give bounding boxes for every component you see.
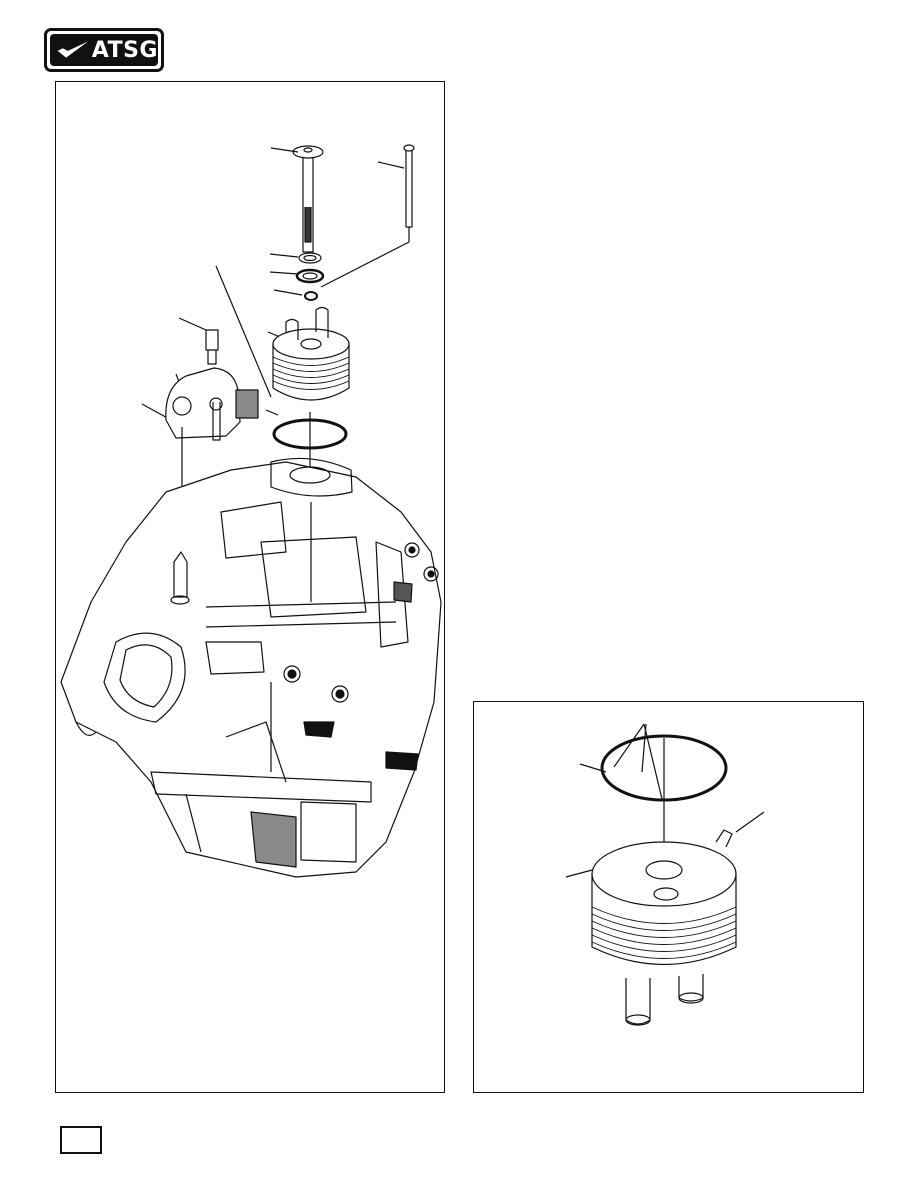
logo-text: ATSG <box>91 37 158 63</box>
atsg-logo-badge: ATSG <box>50 34 158 66</box>
atsg-logo: ATSG <box>44 28 164 72</box>
detail-view-panel <box>473 701 864 1093</box>
exploded-view-panel <box>55 81 445 1093</box>
exploded-view-illustration <box>60 144 442 878</box>
detail-view-illustration <box>565 723 765 1026</box>
page-number-box <box>60 1126 102 1154</box>
checkmark-icon <box>57 41 89 58</box>
